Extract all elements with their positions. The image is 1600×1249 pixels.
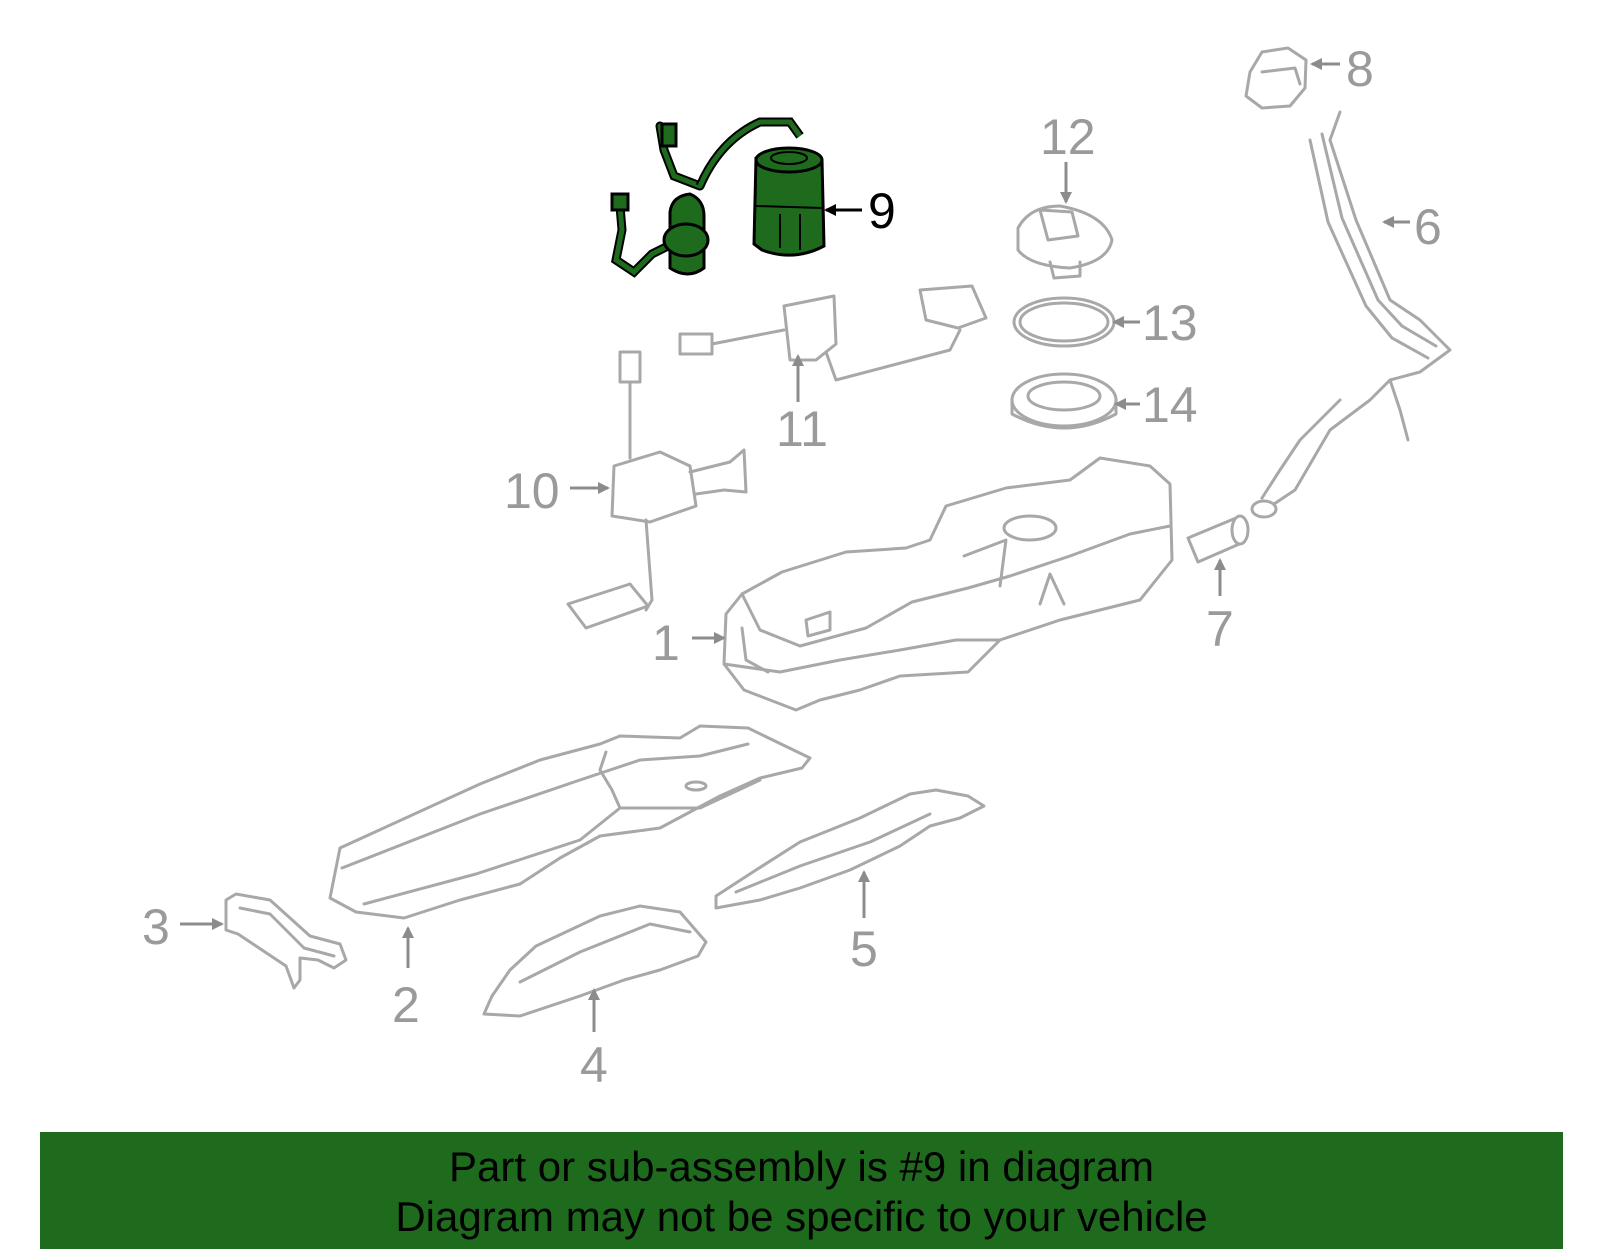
callout-7: 7 xyxy=(1206,601,1234,657)
callout-9-highlighted: 9 xyxy=(868,183,896,239)
part-4-shield xyxy=(482,904,708,1032)
part-11-sensor-harness xyxy=(678,284,988,402)
banner-line-part-info: Part or sub-assembly is #9 in diagram xyxy=(449,1143,1154,1190)
part-9-fuel-pump-module-highlighted xyxy=(610,117,862,278)
callout-5: 5 xyxy=(850,921,878,977)
part-3-bracket xyxy=(180,892,348,990)
part-12-sender-top xyxy=(1016,162,1114,280)
callout-10: 10 xyxy=(504,463,560,519)
part-6-filler-neck xyxy=(1250,110,1452,519)
callout-3: 3 xyxy=(142,899,170,955)
callout-14: 14 xyxy=(1142,377,1198,433)
part-10-fuel-sender xyxy=(566,350,748,630)
callout-11: 11 xyxy=(776,401,828,457)
callout-12: 12 xyxy=(1040,109,1096,165)
banner-line-disclaimer: Diagram may not be specific to your vehi… xyxy=(395,1193,1208,1240)
callout-4: 4 xyxy=(580,1037,608,1093)
part-5-shield xyxy=(714,788,986,918)
exploded-parts-diagram: 1 2 3 4 5 6 7 8 9 10 11 12 13 14 xyxy=(142,41,1452,1093)
part-14-lock-ring xyxy=(1010,372,1140,430)
callout-13: 13 xyxy=(1142,295,1198,351)
info-banner: Part or sub-assembly is #9 in diagram Di… xyxy=(40,1132,1563,1249)
part-8-fuel-cap xyxy=(1244,46,1340,110)
callout-2: 2 xyxy=(392,977,420,1033)
part-1-fuel-tank xyxy=(692,456,1174,712)
callout-8: 8 xyxy=(1346,41,1374,97)
part-13-seal xyxy=(1012,296,1140,348)
callout-1: 1 xyxy=(652,615,680,671)
part-7-hose xyxy=(1186,514,1250,596)
callout-6: 6 xyxy=(1414,199,1442,255)
part-2-skid-plate xyxy=(328,724,812,968)
